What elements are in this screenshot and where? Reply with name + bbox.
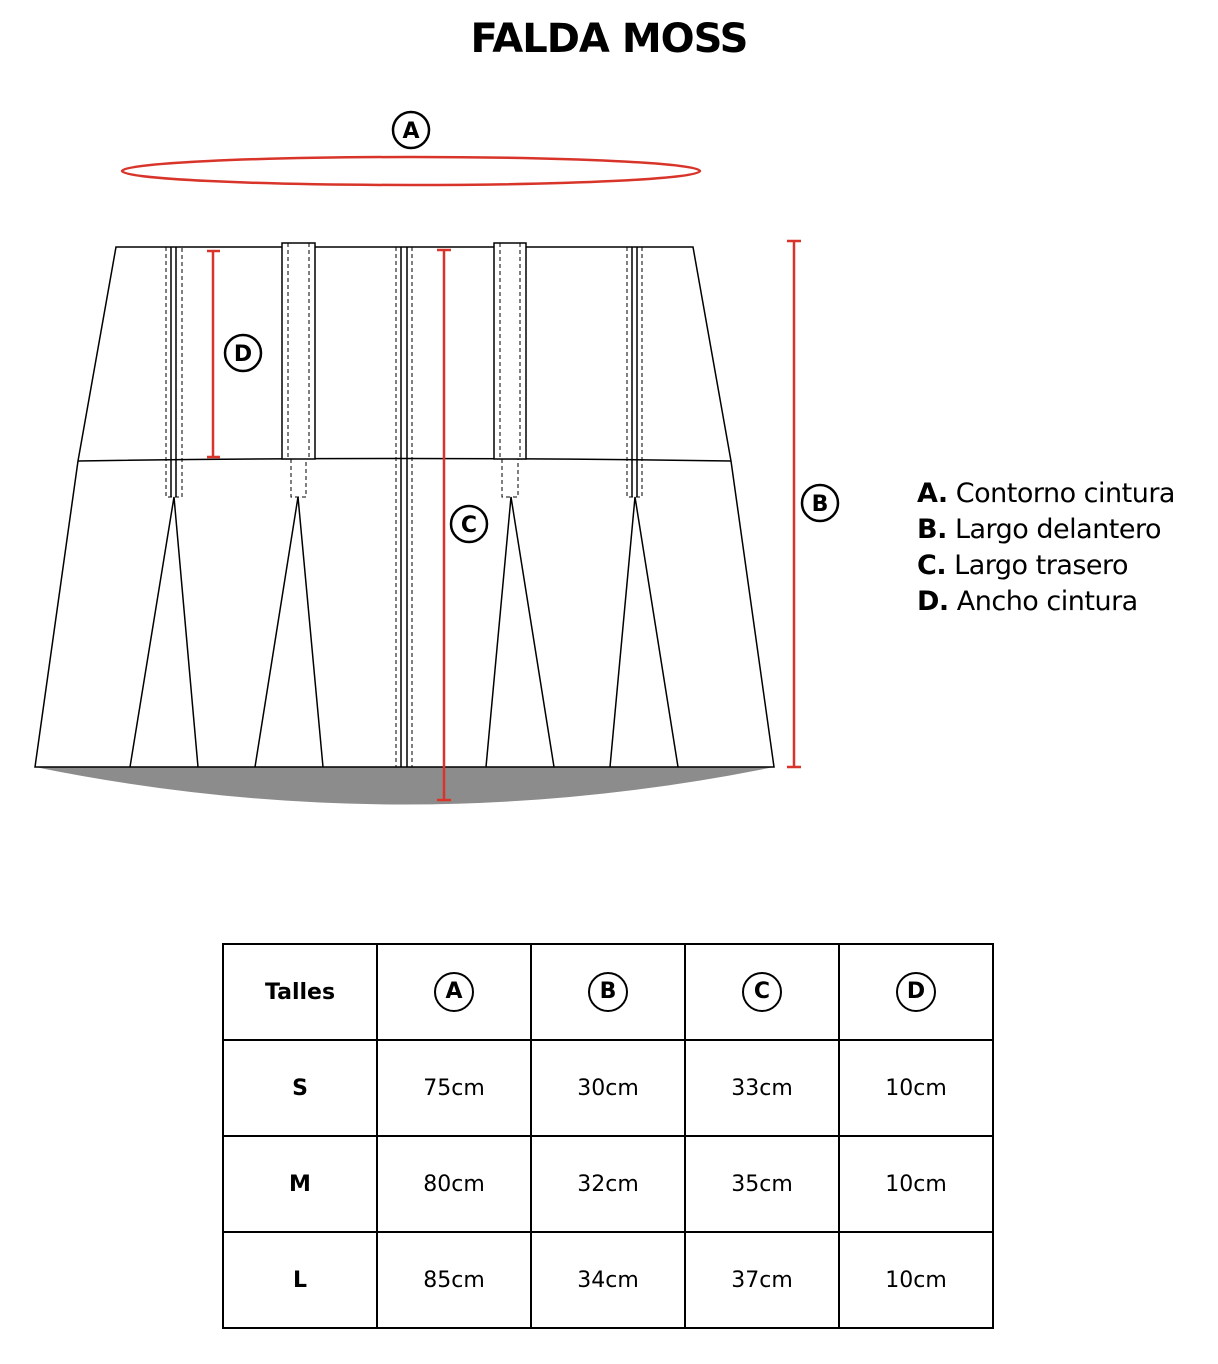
header-cell: B [530, 943, 686, 1041]
table-cell: 33cm [684, 1039, 840, 1137]
belt-loop [281, 242, 316, 460]
table-cell: 10cm [838, 1135, 994, 1233]
table-cell: 75cm [376, 1039, 532, 1137]
size-cell: S [222, 1039, 378, 1137]
svg-text:B: B [812, 492, 829, 517]
table-cell: 37cm [684, 1231, 840, 1329]
header-cell: Talles [222, 943, 378, 1041]
header-cell: C [684, 943, 840, 1041]
size-cell: L [222, 1231, 378, 1329]
size-table: Talles A B C D S 75cm 30cm 33cm 10cm M 8… [222, 943, 994, 1329]
table-row: S 75cm 30cm 33cm 10cm [222, 1039, 994, 1137]
table-cell: 30cm [530, 1039, 686, 1137]
legend-item: D. Ancho cintura [917, 586, 1138, 617]
table-cell: 10cm [838, 1039, 994, 1137]
table-cell: 80cm [376, 1135, 532, 1233]
table-cell: 34cm [530, 1231, 686, 1329]
table-header-row: Talles A B C D [222, 943, 994, 1041]
skirt-diagram: A D C B [34, 110, 840, 805]
measure-lines [207, 239, 801, 802]
table-cell: 32cm [530, 1135, 686, 1233]
marker-c: C [449, 504, 489, 544]
waist-contour-measure [120, 155, 702, 187]
page-title: FALDA MOSS [470, 16, 749, 62]
belt-loop [493, 242, 527, 460]
size-cell: M [222, 1135, 378, 1233]
hem-shadow [35, 767, 774, 805]
marker-a: A [391, 110, 431, 150]
header-cell: D [838, 943, 994, 1041]
table-cell: 10cm [838, 1231, 994, 1329]
marker-d: D [223, 333, 263, 373]
skirt-outline [34, 242, 775, 768]
legend-item: C. Largo trasero [917, 550, 1129, 581]
marker-b: B [800, 483, 840, 523]
svg-text:D: D [234, 342, 252, 367]
table-row: L 85cm 34cm 37cm 10cm [222, 1231, 994, 1329]
header-cell: A [376, 943, 532, 1041]
table-cell: 35cm [684, 1135, 840, 1233]
svg-text:A: A [402, 119, 419, 144]
svg-text:C: C [461, 513, 477, 538]
stitching [165, 243, 643, 767]
legend-item: A. Contorno cintura [917, 478, 1175, 509]
table-cell: 85cm [376, 1231, 532, 1329]
table-row: M 80cm 32cm 35cm 10cm [222, 1135, 994, 1233]
legend: A. Contorno cintura B. Largo delantero C… [917, 476, 1175, 620]
legend-item: B. Largo delantero [917, 514, 1162, 545]
